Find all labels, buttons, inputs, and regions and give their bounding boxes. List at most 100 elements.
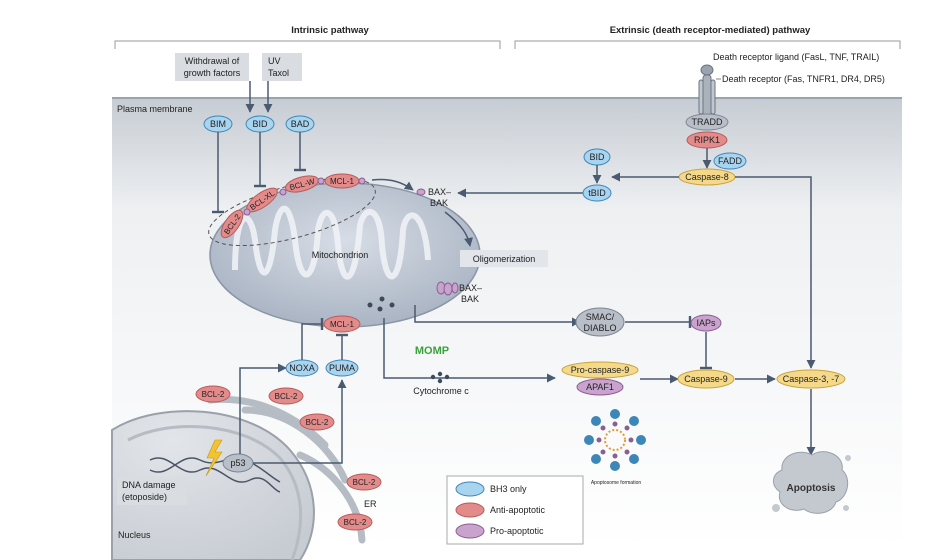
bcl2-er-3: BCL-2 xyxy=(299,413,335,431)
lightning-icon xyxy=(205,439,223,477)
tbid-label: tBID xyxy=(588,188,606,198)
tbid-protein: tBID xyxy=(582,184,612,202)
oligomerization-box: Oligomerization xyxy=(460,250,548,267)
bad-protein: BAD xyxy=(285,115,315,133)
growth-factor-line1: Withdrawal of xyxy=(185,56,240,66)
legend: BH3 only Anti-apoptotic Pro-apoptotic xyxy=(446,475,584,545)
bax-dot-4 xyxy=(358,177,366,185)
bclw-protein: BCL-W xyxy=(284,175,320,193)
bim-label: BIM xyxy=(210,119,226,129)
apoptosome-icon xyxy=(584,409,646,471)
ripk1-protein: RIPK1 xyxy=(686,131,728,149)
cytochrome-c-label: Cytochrome c xyxy=(413,386,469,396)
caspase9-protein: Caspase-9 xyxy=(677,369,735,389)
oligomerization-label: Oligomerization xyxy=(473,254,536,264)
legend-bh3-label: BH3 only xyxy=(490,484,527,494)
bax-bak-pore xyxy=(436,281,459,296)
legend-swatch-bh3 xyxy=(455,481,485,497)
extrinsic-pathway-header: Extrinsic (death receptor-mediated) path… xyxy=(610,25,811,36)
mcl1-label: MCL-1 xyxy=(330,177,355,186)
apoptosis-label: Apoptosis xyxy=(787,483,836,494)
bax-bak-top-icon xyxy=(416,188,426,196)
caspase8-label: Caspase-8 xyxy=(685,172,729,182)
plasma-membrane-label: Plasma membrane xyxy=(117,104,193,114)
bax-bak-bottom-line2: BAK xyxy=(461,294,479,304)
legend-swatch-anti xyxy=(455,502,485,518)
caspase8-to-caspase37-arrow xyxy=(735,176,816,369)
mcl1-lower-label: MCL-1 xyxy=(330,320,355,329)
mcl1-protein-lower: MCL-1 xyxy=(323,315,361,333)
caspase8-protein: Caspase-8 xyxy=(678,168,736,186)
bax-dot-3 xyxy=(317,177,325,185)
mitochondrion-label: Mitochondrion xyxy=(312,250,369,260)
death-receptor-ligand-label: Death receptor ligand (FasL, TNF, TRAIL) xyxy=(713,52,879,62)
apoptotic-cell: Apoptosis xyxy=(772,451,851,514)
bax-bak-bottom-line1: BAX– xyxy=(459,283,482,293)
smac-line2: DIABLO xyxy=(583,323,616,333)
dna-damage-line2: (etoposide) xyxy=(122,492,167,502)
mcl1-to-baxbak-arrow xyxy=(371,178,414,191)
procaspase9-protein: Pro-caspase-9 xyxy=(561,361,639,379)
bid-extrinsic-label: BID xyxy=(589,152,605,162)
legend-anti-label: Anti-apoptotic xyxy=(490,505,546,515)
caspase9-label: Caspase-9 xyxy=(684,374,728,384)
caspase37-protein: Caspase-3, -7 xyxy=(776,369,846,389)
bcl2-er-label-3: BCL-2 xyxy=(306,418,329,427)
cytochrome-release-dots xyxy=(367,296,395,312)
bcl2-er-label-2: BCL-2 xyxy=(275,392,298,401)
momp-label: MOMP xyxy=(415,345,449,357)
p53-protein: p53 xyxy=(222,453,254,473)
ripk1-label: RIPK1 xyxy=(694,135,720,145)
tradd-label: TRADD xyxy=(692,117,723,127)
bid-protein: BID xyxy=(245,115,275,133)
bcl2-er-label-5: BCL-2 xyxy=(344,518,367,527)
nucleus-label: Nucleus xyxy=(118,530,151,540)
nucleus xyxy=(111,410,315,560)
extrinsic-bracket xyxy=(514,40,901,49)
bim-protein: BIM xyxy=(203,115,233,133)
oligomerization-arrow xyxy=(444,211,473,247)
bax-bak-top-line1: BAX– xyxy=(428,187,451,197)
procaspase9-label: Pro-caspase-9 xyxy=(571,365,630,375)
iaps-protein: IAPs xyxy=(690,314,722,332)
smac-line1: SMAC/ xyxy=(586,312,615,322)
dna-damage-box: DNA damage (etoposide) xyxy=(117,477,187,505)
death-receptor-label: Death receptor (Fas, TNFR1, DR4, DR5) xyxy=(722,74,885,84)
taxol-label: Taxol xyxy=(268,68,289,78)
bcl2-er-4: BCL-2 xyxy=(346,473,382,491)
bax-bak-top-line2: BAK xyxy=(430,198,448,208)
cytochrome-c-icon xyxy=(430,371,450,384)
p53-label: p53 xyxy=(230,458,245,468)
bcl2-er-label-4: BCL-2 xyxy=(353,478,376,487)
apaf1-label: APAF1 xyxy=(586,382,614,392)
uv-label: UV xyxy=(268,56,281,66)
fadd-label: FADD xyxy=(718,156,743,166)
intrinsic-bracket xyxy=(114,40,501,49)
caspase37-label: Caspase-3, -7 xyxy=(783,374,840,384)
apoptosome-label: Apoptosome formation xyxy=(591,480,642,486)
smac-diablo-protein: SMAC/ DIABLO xyxy=(575,307,625,337)
release-to-smac-arrow xyxy=(414,305,581,327)
bcl2-er-1: BCL-2 xyxy=(195,385,231,403)
puma-label: PUMA xyxy=(329,363,355,373)
puma-protein: PUMA xyxy=(325,359,359,377)
bcl2-er-2: BCL-2 xyxy=(268,387,304,405)
bid-label: BID xyxy=(252,119,268,129)
growth-factor-line2: growth factors xyxy=(184,68,241,78)
noxa-label: NOXA xyxy=(289,363,315,373)
dna-damage-line1: DNA damage xyxy=(122,480,176,490)
intrinsic-pathway-header: Intrinsic pathway xyxy=(291,25,369,36)
noxa-protein: NOXA xyxy=(285,359,319,377)
mcl1-protein: MCL-1 xyxy=(324,173,360,189)
noxa-inhibit-mcl1 xyxy=(301,318,324,360)
bad-label: BAD xyxy=(291,119,310,129)
bcl2-er-label-1: BCL-2 xyxy=(202,390,225,399)
legend-pro-label: Pro-apoptotic xyxy=(490,526,544,536)
iaps-label: IAPs xyxy=(696,318,716,328)
bax-dot-2 xyxy=(279,188,287,196)
tradd-protein: TRADD xyxy=(685,113,729,131)
p53-to-puma-arrow xyxy=(253,379,347,464)
uv-taxol-box: UV Taxol xyxy=(262,53,302,81)
p53-to-noxa-arrow xyxy=(239,363,287,454)
